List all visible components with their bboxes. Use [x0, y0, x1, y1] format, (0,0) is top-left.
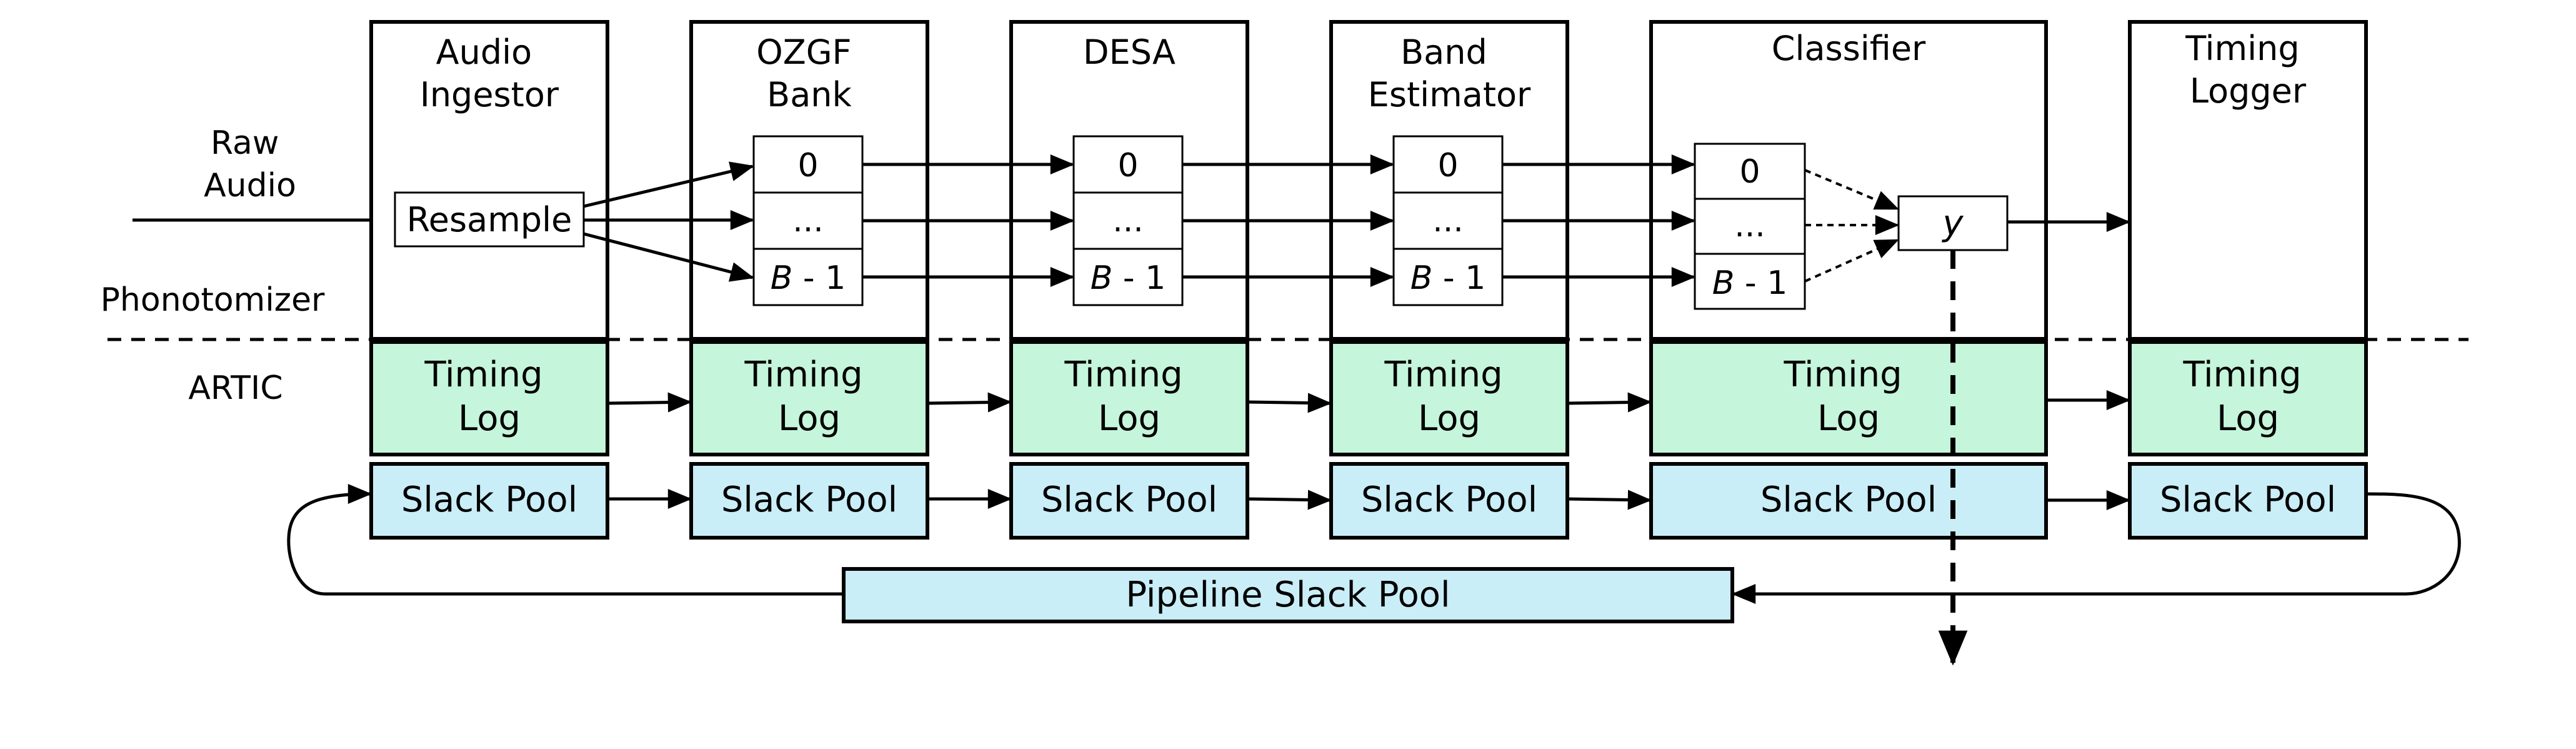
stage-ozgf-bank: OZGF Bank Timing Log Slack Pool 0 ... B … — [689, 20, 929, 540]
resample-block: Resample — [394, 191, 585, 248]
timing-log: Timing Log — [369, 340, 609, 456]
svg-text:...: ... — [1734, 207, 1765, 244]
slack-pool: Slack Pool — [2128, 462, 2368, 540]
timing-log: Timing Log — [2128, 340, 2368, 456]
stage-band-estimator: Band Estimator Timing Log Slack Pool 0 .… — [1329, 20, 1569, 540]
svg-text:B - 1: B - 1 — [1410, 259, 1486, 297]
band-cells: 0 ... B - 1 — [752, 135, 864, 306]
svg-text:B - 1: B - 1 — [1091, 259, 1166, 297]
svg-text:0: 0 — [1117, 147, 1138, 184]
classifier-output-y: y — [1897, 195, 2009, 251]
svg-text:Timing Log: Timing Log — [2182, 354, 2312, 439]
stage-desa: DESA Timing Log Slack Pool 0 ... B - 1 — [1009, 20, 1249, 540]
svg-text:Timing Log: Timing Log — [1783, 354, 1913, 439]
svg-text:Slack Pool: Slack Pool — [401, 480, 577, 520]
timing-log-arrows — [607, 390, 2131, 413]
artic-label: ARTIC — [188, 369, 282, 407]
classifier-dotted-arrows — [1804, 169, 1900, 283]
svg-text:Timing Log: Timing Log — [1064, 354, 1194, 439]
svg-text:Slack Pool: Slack Pool — [1361, 480, 1537, 520]
pipeline-feed-arrow — [287, 484, 844, 596]
stage-title: Timing Logger — [2185, 29, 2310, 111]
timing-log: Timing Log — [1329, 340, 1569, 456]
svg-text:B - 1: B - 1 — [771, 259, 846, 297]
svg-text:Timing Log: Timing Log — [1384, 354, 1514, 439]
svg-text:Slack Pool: Slack Pool — [1760, 480, 1937, 520]
band-cells: 0 ... B - 1 — [1392, 135, 1504, 306]
svg-text:Pipeline Slack Pool: Pipeline Slack Pool — [1126, 575, 1450, 615]
svg-text:0: 0 — [797, 147, 818, 184]
stage-title: Audio Ingestor — [420, 33, 559, 114]
stage-audio-ingestor: Audio Ingestor Timing Log Slack Pool — [369, 20, 609, 540]
slack-pool: Slack Pool — [1009, 462, 1249, 540]
band-data-arrows — [583, 154, 2131, 287]
slack-pool-arrows — [607, 489, 2131, 510]
band-cells: 0 ... B - 1 — [1072, 135, 1184, 306]
stage-timing-logger: Timing Logger Timing Log Slack Pool — [2128, 20, 2368, 540]
stage-title: Classifier — [1772, 29, 1926, 68]
stage-classifier: Classifier Timing Log Slack Pool 0 ... B… — [1649, 20, 2048, 540]
timing-log: Timing Log — [1649, 340, 2048, 456]
svg-text:Timing Log: Timing Log — [424, 354, 554, 439]
svg-text:Slack Pool: Slack Pool — [1041, 480, 1217, 520]
slack-pool: Slack Pool — [1649, 462, 2048, 540]
band-cells: 0 ... B - 1 — [1694, 143, 1806, 310]
svg-text:...: ... — [792, 202, 824, 239]
svg-text:Slack Pool: Slack Pool — [2160, 480, 2336, 520]
svg-text:y: y — [1941, 203, 1964, 244]
stage-title: OZGF Bank — [756, 33, 862, 114]
pipeline-return-arrow — [1731, 492, 2461, 604]
stage-title: DESA — [1083, 33, 1176, 72]
svg-text:Resample: Resample — [407, 200, 572, 239]
timing-log: Timing Log — [689, 340, 929, 456]
svg-text:...: ... — [1112, 202, 1144, 239]
slack-pool: Slack Pool — [689, 462, 929, 540]
stage-title: Band Estimator — [1368, 33, 1531, 114]
svg-text:B - 1: B - 1 — [1712, 264, 1788, 302]
timing-log: Timing Log — [1009, 340, 1249, 456]
slack-pool: Slack Pool — [369, 462, 609, 540]
svg-text:0: 0 — [1739, 153, 1760, 191]
svg-text:...: ... — [1432, 202, 1464, 239]
svg-text:0: 0 — [1437, 147, 1458, 184]
pipeline-slack-pool: Pipeline Slack Pool — [842, 567, 1734, 623]
phonotomizer-label: Phonotomizer — [101, 281, 325, 319]
svg-text:Slack Pool: Slack Pool — [721, 480, 897, 520]
svg-text:Timing Log: Timing Log — [744, 354, 874, 439]
raw-audio-label: Raw Audio — [204, 124, 296, 204]
slack-pool: Slack Pool — [1329, 462, 1569, 540]
